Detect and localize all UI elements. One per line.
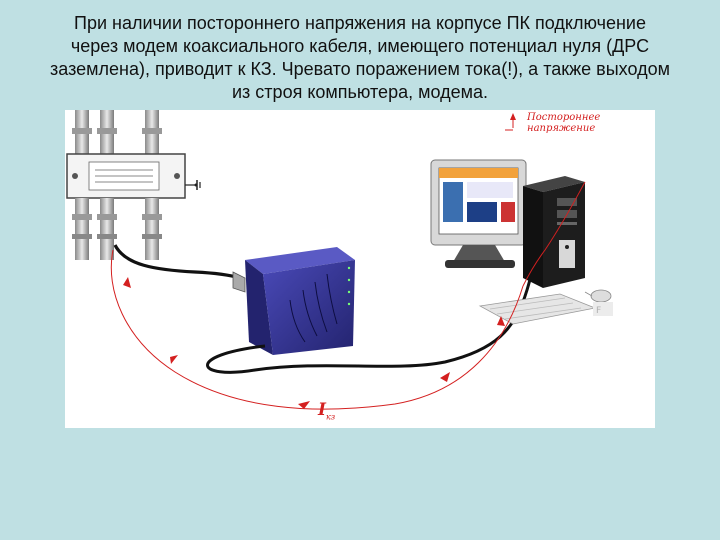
heading-line-3: заземлена), приводит к КЗ. Чревато пораж… [50, 59, 670, 79]
fault-current-loop [110, 249, 524, 410]
watermark-logo: F [593, 302, 613, 316]
current-symbol: I [318, 400, 326, 420]
current-subscript: кз [325, 412, 336, 422]
voltage-arrow-icon [505, 113, 516, 131]
connection-diagram: F Постороннее напряжение Iкз [65, 110, 655, 428]
slide-heading: При наличии постороннего напряжения на к… [0, 12, 720, 104]
heading-line-4: из строя компьютера, модема. [232, 82, 488, 102]
pc-tower [523, 176, 585, 288]
heading-line-2: через модем коаксиального кабеля, имеюще… [70, 36, 650, 56]
crt-monitor [430, 159, 527, 268]
network-cable [206, 249, 543, 374]
mouse [584, 289, 612, 303]
current-label: Iкз [318, 400, 335, 421]
top-connectors [72, 110, 162, 156]
current-arrows [123, 277, 505, 409]
cable-modem [232, 247, 355, 355]
keyboard [478, 293, 597, 325]
bottom-connectors [72, 198, 162, 260]
voltage-label: Постороннее напряжение [527, 112, 601, 134]
svg-text:F: F [596, 306, 601, 316]
diagram-drawing: F [66, 110, 613, 410]
fault-current-loop-upper [522, 181, 586, 287]
splitter-box [66, 153, 186, 199]
coax-cable [113, 244, 241, 280]
ground-symbol [185, 180, 201, 190]
heading-line-1: При наличии постороннего напряжения на к… [74, 13, 646, 33]
